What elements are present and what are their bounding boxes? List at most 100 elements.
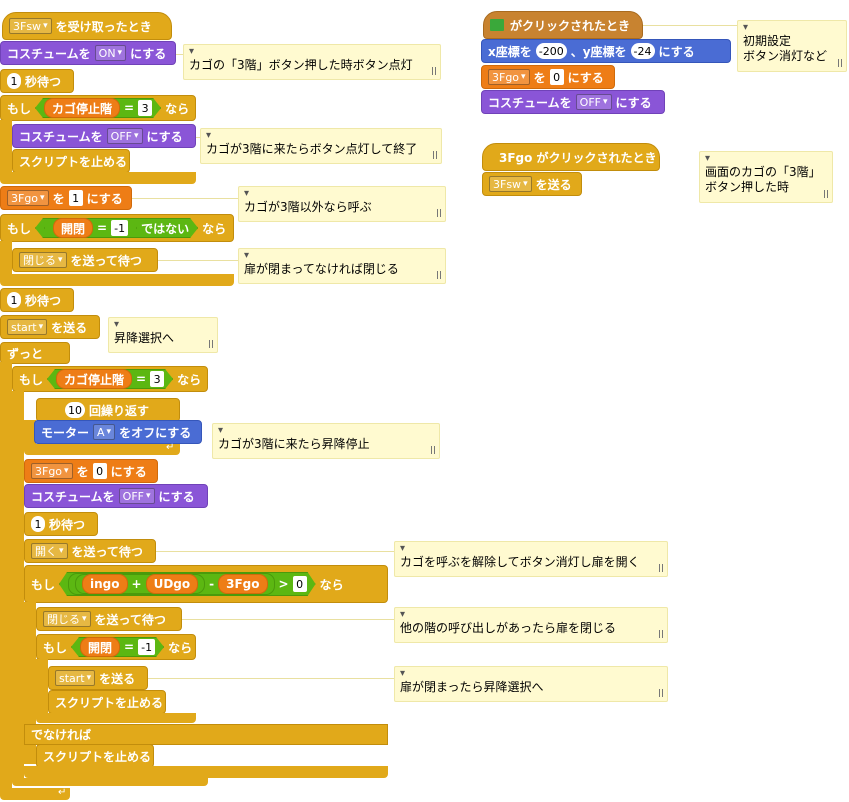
stop-script-block[interactable]: スクリプトを止める (36, 744, 154, 768)
switch-costume-off-block[interactable]: コスチュームを OFF にする (481, 90, 665, 114)
seconds-input[interactable]: 1 (7, 73, 21, 89)
when-flag-clicked-hat[interactable]: がクリックされたとき (483, 11, 643, 39)
comment-note[interactable]: 初期設定 ボタン消灯など (737, 20, 847, 72)
switch-costume-off-block[interactable]: コスチュームを OFF にする (24, 484, 208, 508)
block-label: コスチュームを (19, 129, 103, 144)
stop-floor-reporter[interactable]: カゴ停止階 (44, 98, 120, 118)
comment-note[interactable]: 画面のカゴの「3階」 ボタン押した時 (699, 151, 833, 203)
block-suffix: にする (146, 129, 183, 144)
udgo-reporter[interactable]: UDgo (146, 574, 199, 594)
broadcast-start-block[interactable]: start を送る (48, 666, 148, 690)
ingo-reporter[interactable]: ingo (82, 574, 128, 594)
stop-script-block[interactable]: スクリプトを止める (12, 149, 130, 173)
switch-costume-off-block[interactable]: コスチュームを OFF にする (12, 124, 196, 148)
broadcast-close-and-wait-block[interactable]: 閉じる を送って待つ (12, 248, 158, 272)
comment-note[interactable]: カゴが3階以外なら呼ぶ (238, 186, 446, 222)
broadcast-close-and-wait-block[interactable]: 閉じる を送って待つ (36, 607, 182, 631)
costume-dropdown[interactable]: ON (94, 45, 127, 61)
set-3fgo-0-block[interactable]: 3Fgo を 0 にする (481, 65, 615, 89)
wait-1-sec-block[interactable]: 1 秒待つ (0, 288, 74, 312)
wait-1-sec-block[interactable]: 1 秒待つ (24, 512, 98, 536)
variable-dropdown[interactable]: 3Fgo (488, 69, 530, 85)
switch-costume-on-block[interactable]: コスチュームを ON にする (0, 41, 176, 65)
then-label: なら (177, 372, 202, 387)
wait-1-sec-block[interactable]: 1 秒待つ (0, 69, 74, 93)
if-door-closed-block[interactable]: もし 開閉 = -1 なら (36, 634, 196, 660)
message-dropdown[interactable]: 閉じる (43, 611, 91, 627)
message-dropdown[interactable]: start (7, 319, 48, 335)
if-stop-floor-3-block[interactable]: もし カゴ停止階 = 3 なら (0, 95, 196, 121)
door-reporter[interactable]: 開閉 (53, 218, 93, 238)
comment-note[interactable]: 他の階の呼び出しがあったら扉を閉じる (394, 607, 668, 643)
seconds-input[interactable]: 1 (7, 292, 21, 308)
block-label: 秒待つ (25, 293, 62, 308)
motor-dropdown[interactable]: A (93, 424, 116, 440)
message-dropdown[interactable]: start (55, 670, 96, 686)
costume-dropdown[interactable]: OFF (106, 128, 143, 144)
costume-dropdown[interactable]: OFF (575, 94, 612, 110)
if-label: もし (43, 640, 68, 655)
set-3fgo-0-block[interactable]: 3Fgo を 0 にする (24, 459, 158, 483)
stop-floor-reporter[interactable]: カゴ停止階 (56, 369, 132, 389)
repeat-count-input[interactable]: 10 (65, 402, 85, 418)
value-input[interactable]: 3 (150, 371, 164, 387)
not-operator[interactable]: 開閉 = -1 ではない (35, 218, 198, 238)
equals-operator[interactable]: 開閉 = -1 (44, 218, 137, 238)
value-input[interactable]: -1 (138, 639, 155, 655)
x-input[interactable]: -200 (535, 43, 567, 59)
if-label: もし (31, 577, 56, 592)
stop-script-block[interactable]: スクリプトを止める (48, 690, 166, 714)
broadcast-3fsw-block[interactable]: 3Fsw を送る (482, 172, 582, 196)
minus-operator[interactable]: ingo + UDgo - 3Fgo (68, 573, 274, 595)
broadcast-open-and-wait-block[interactable]: 開く を送って待つ (24, 539, 156, 563)
costume-dropdown[interactable]: OFF (118, 488, 155, 504)
then-label: なら (165, 101, 190, 116)
comment-note[interactable]: カゴが3階に来たら昇降停止 (212, 423, 440, 459)
if-else-calls-pending-block[interactable]: もし ingo + UDgo - 3Fgo > 0 なら (24, 565, 388, 603)
greater-than-operator[interactable]: ingo + UDgo - 3Fgo > 0 (59, 572, 316, 596)
value-input[interactable]: 0 (92, 463, 107, 479)
forever-block[interactable]: ずっと (0, 342, 70, 364)
loop-arrow-icon: ↵ (58, 787, 67, 798)
comment-note[interactable]: カゴを呼ぶを解除してボタン消灯し扉を開く (394, 541, 668, 577)
block-suffix: をオフにする (119, 425, 192, 440)
go-to-xy-block[interactable]: x座標を -200 、y座標を -24 にする (481, 39, 731, 63)
value-input[interactable]: 3 (138, 100, 152, 116)
value-input[interactable]: -1 (111, 220, 128, 236)
seconds-input[interactable]: 1 (31, 516, 45, 532)
set-3fgo-1-block[interactable]: 3Fgo を 1 にする (0, 186, 132, 210)
message-dropdown[interactable]: 3Fsw (9, 18, 52, 34)
if-stop-floor-3-block[interactable]: もし カゴ停止階 = 3 なら (12, 366, 208, 392)
equals-operator[interactable]: カゴ停止階 = 3 (47, 369, 173, 389)
comment-note[interactable]: カゴの「3階」ボタン押した時ボタン点灯 (183, 44, 441, 80)
when-receive-3fsw-hat[interactable]: 3Fsw を受け取ったとき (2, 12, 172, 40)
value-input[interactable]: 1 (68, 190, 83, 206)
if-not-door-closed-block[interactable]: もし 開閉 = -1 ではない なら (0, 214, 234, 242)
variable-dropdown[interactable]: 3Fgo (7, 190, 49, 206)
equals-operator[interactable]: カゴ停止階 = 3 (35, 98, 161, 118)
motor-off-block[interactable]: モーター A をオフにする (34, 420, 202, 444)
message-dropdown[interactable]: 開く (31, 543, 68, 559)
block-label: を (76, 464, 89, 479)
value-input[interactable]: 0 (293, 576, 307, 592)
door-reporter[interactable]: 開閉 (80, 637, 120, 657)
equals-operator[interactable]: 開閉 = -1 (71, 637, 164, 657)
comment-connector (176, 54, 184, 55)
comment-note[interactable]: カゴが3階に来たらボタン点灯して終了 (200, 128, 442, 164)
y-input[interactable]: -24 (630, 43, 655, 59)
greater-than-sign: > (278, 577, 289, 591)
comment-note[interactable]: 扉が閉まってなければ閉じる (238, 248, 446, 284)
comment-note[interactable]: 扉が閉まったら昇降選択へ (394, 666, 668, 702)
repeat-10-block[interactable]: 10 回繰り返す (36, 398, 180, 422)
variable-dropdown[interactable]: 3Fgo (31, 463, 73, 479)
comment-note[interactable]: 昇降選択へ (108, 317, 218, 353)
value-input[interactable]: 0 (549, 69, 564, 85)
equals-sign: = (97, 221, 108, 235)
message-dropdown[interactable]: 3Fsw (489, 176, 532, 192)
when-3fgo-clicked-hat[interactable]: 3Fgo がクリックされたとき (482, 143, 660, 171)
message-dropdown[interactable]: 閉じる (19, 252, 67, 268)
block-label: スクリプトを止める (43, 749, 152, 764)
3fgo-reporter[interactable]: 3Fgo (218, 574, 267, 594)
broadcast-start-block[interactable]: start を送る (0, 315, 100, 339)
plus-operator[interactable]: ingo + UDgo (75, 574, 205, 594)
